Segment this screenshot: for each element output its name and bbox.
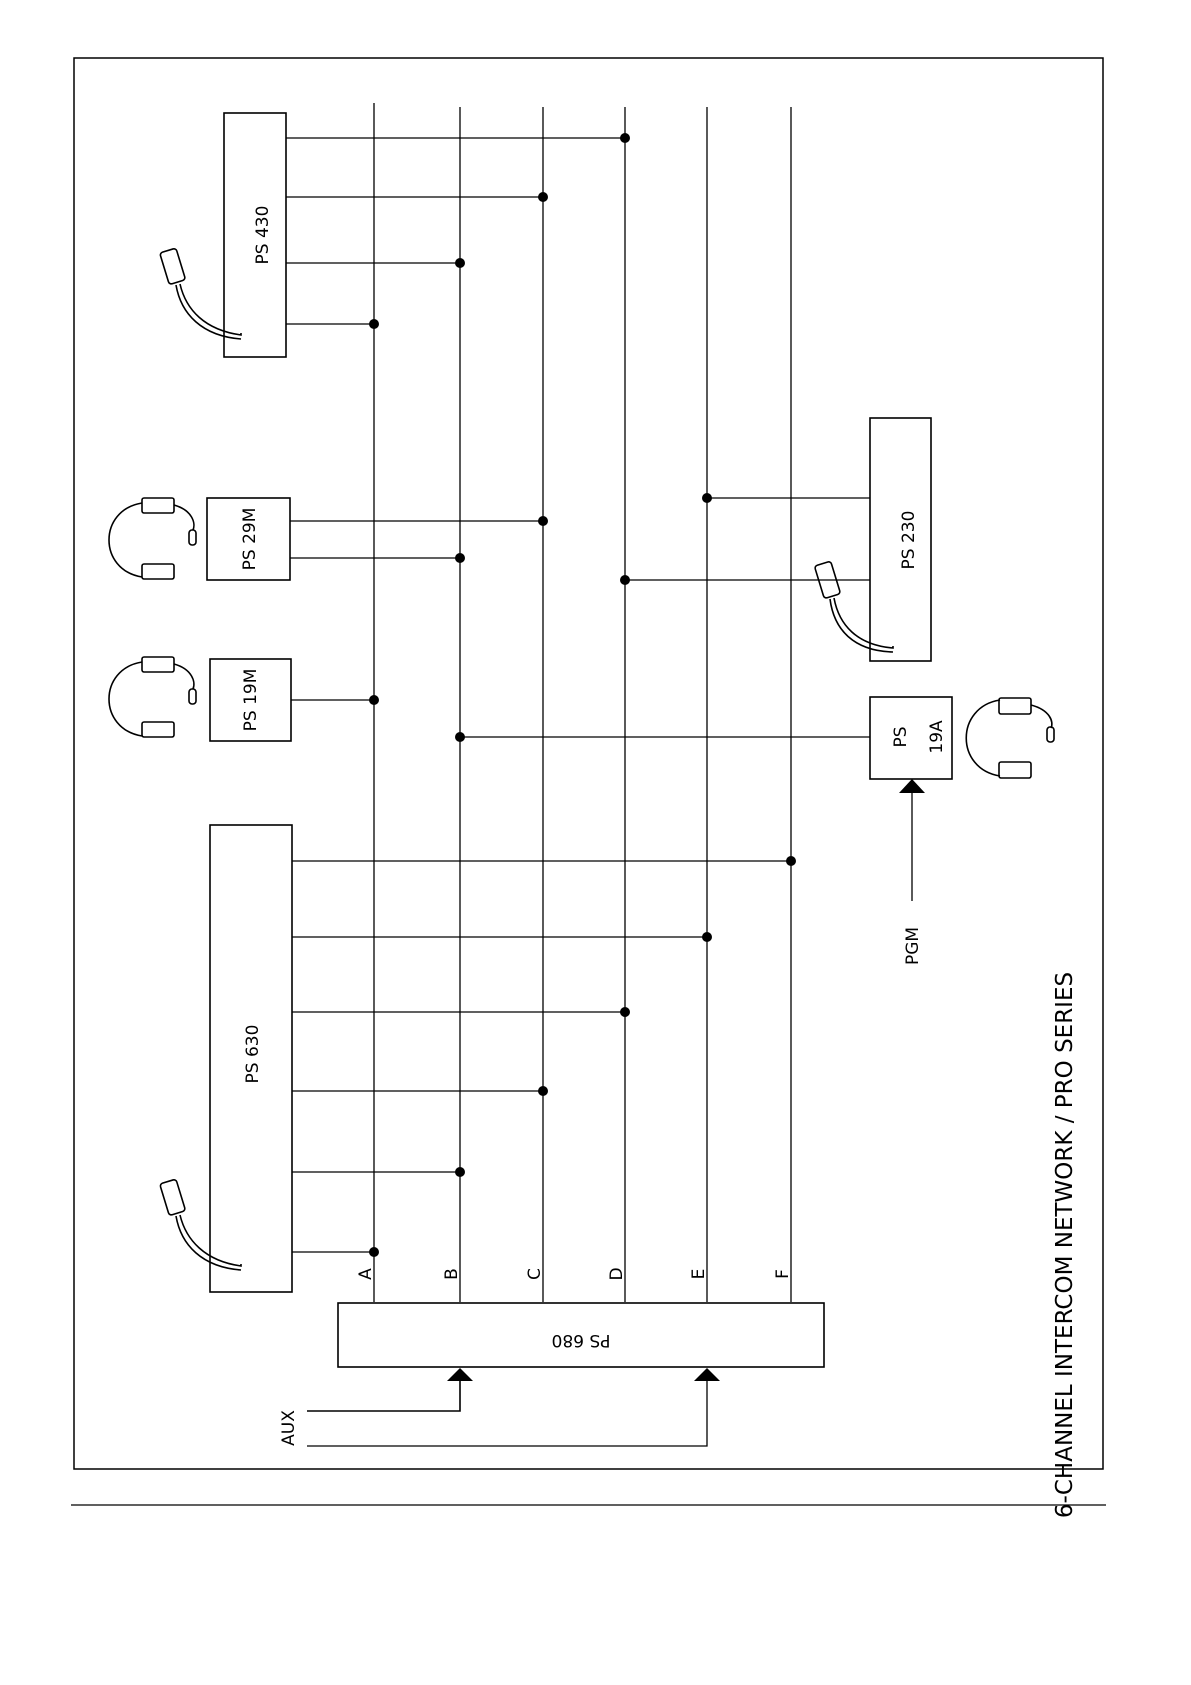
ps19m-node-a <box>369 695 379 705</box>
bus-label-f: F <box>773 1269 793 1279</box>
ps230-label: PS 230 <box>899 511 919 570</box>
ps19a-label-line2: 19A <box>927 720 947 754</box>
ps630-node-f <box>786 856 796 866</box>
ps19a-label-line1: PS <box>891 726 911 747</box>
headset-icon <box>109 498 196 579</box>
aux-input-line-2 <box>307 1381 707 1446</box>
bus-label-e: E <box>689 1269 709 1280</box>
bus-label-b: B <box>442 1268 462 1280</box>
bus-label-d: D <box>607 1267 627 1280</box>
ps630-node-b <box>455 1167 465 1177</box>
aux-input-line-1 <box>307 1381 460 1411</box>
ps430-station: PS 430 <box>160 113 630 357</box>
ps29m-label: PS 29M <box>240 508 260 571</box>
pgm-arrow-icon <box>899 779 925 793</box>
headset-icon <box>109 657 196 737</box>
aux-arrow-icon <box>447 1368 473 1381</box>
ps430-node-b <box>455 258 465 268</box>
ps29m-node-c <box>538 516 548 526</box>
ps630-node-a <box>369 1247 379 1257</box>
ps19a-station: PS 19A PGM <box>455 697 1054 965</box>
ps19m-label: PS 19M <box>241 669 261 732</box>
ps430-node-c <box>538 192 548 202</box>
ps29m-node-b <box>455 553 465 563</box>
ps680-label: PS 680 <box>552 1330 611 1350</box>
ps430-node-d <box>620 133 630 143</box>
aux-label: AUX <box>279 1410 299 1446</box>
ps630-node-e <box>702 932 712 942</box>
pgm-label: PGM <box>903 927 923 965</box>
aux-arrow-icon <box>694 1368 720 1381</box>
ps630-node-c <box>538 1086 548 1096</box>
ps430-node-a <box>369 319 379 329</box>
bus-label-a: A <box>356 1268 376 1280</box>
ps430-label: PS 430 <box>253 206 273 265</box>
ps630-station: PS 630 <box>160 825 796 1292</box>
ps230-station: PS 230 <box>620 418 931 661</box>
ps630-label: PS 630 <box>243 1025 263 1084</box>
diagram-title: 6-CHANNEL INTERCOM NETWORK / PRO SERIES <box>1052 972 1078 1518</box>
ps680-station: PS 680 AUX <box>279 1303 824 1446</box>
ps230-node-d <box>620 575 630 585</box>
ps29m-station: PS 29M <box>109 498 548 580</box>
bus-label-c: C <box>525 1268 545 1280</box>
ps19m-station: PS 19M <box>109 657 379 741</box>
bus-lines <box>374 103 791 1302</box>
ps630-node-d <box>620 1007 630 1017</box>
ps19a-node-b <box>455 732 465 742</box>
headset-icon <box>966 698 1054 778</box>
ps230-node-e <box>702 493 712 503</box>
